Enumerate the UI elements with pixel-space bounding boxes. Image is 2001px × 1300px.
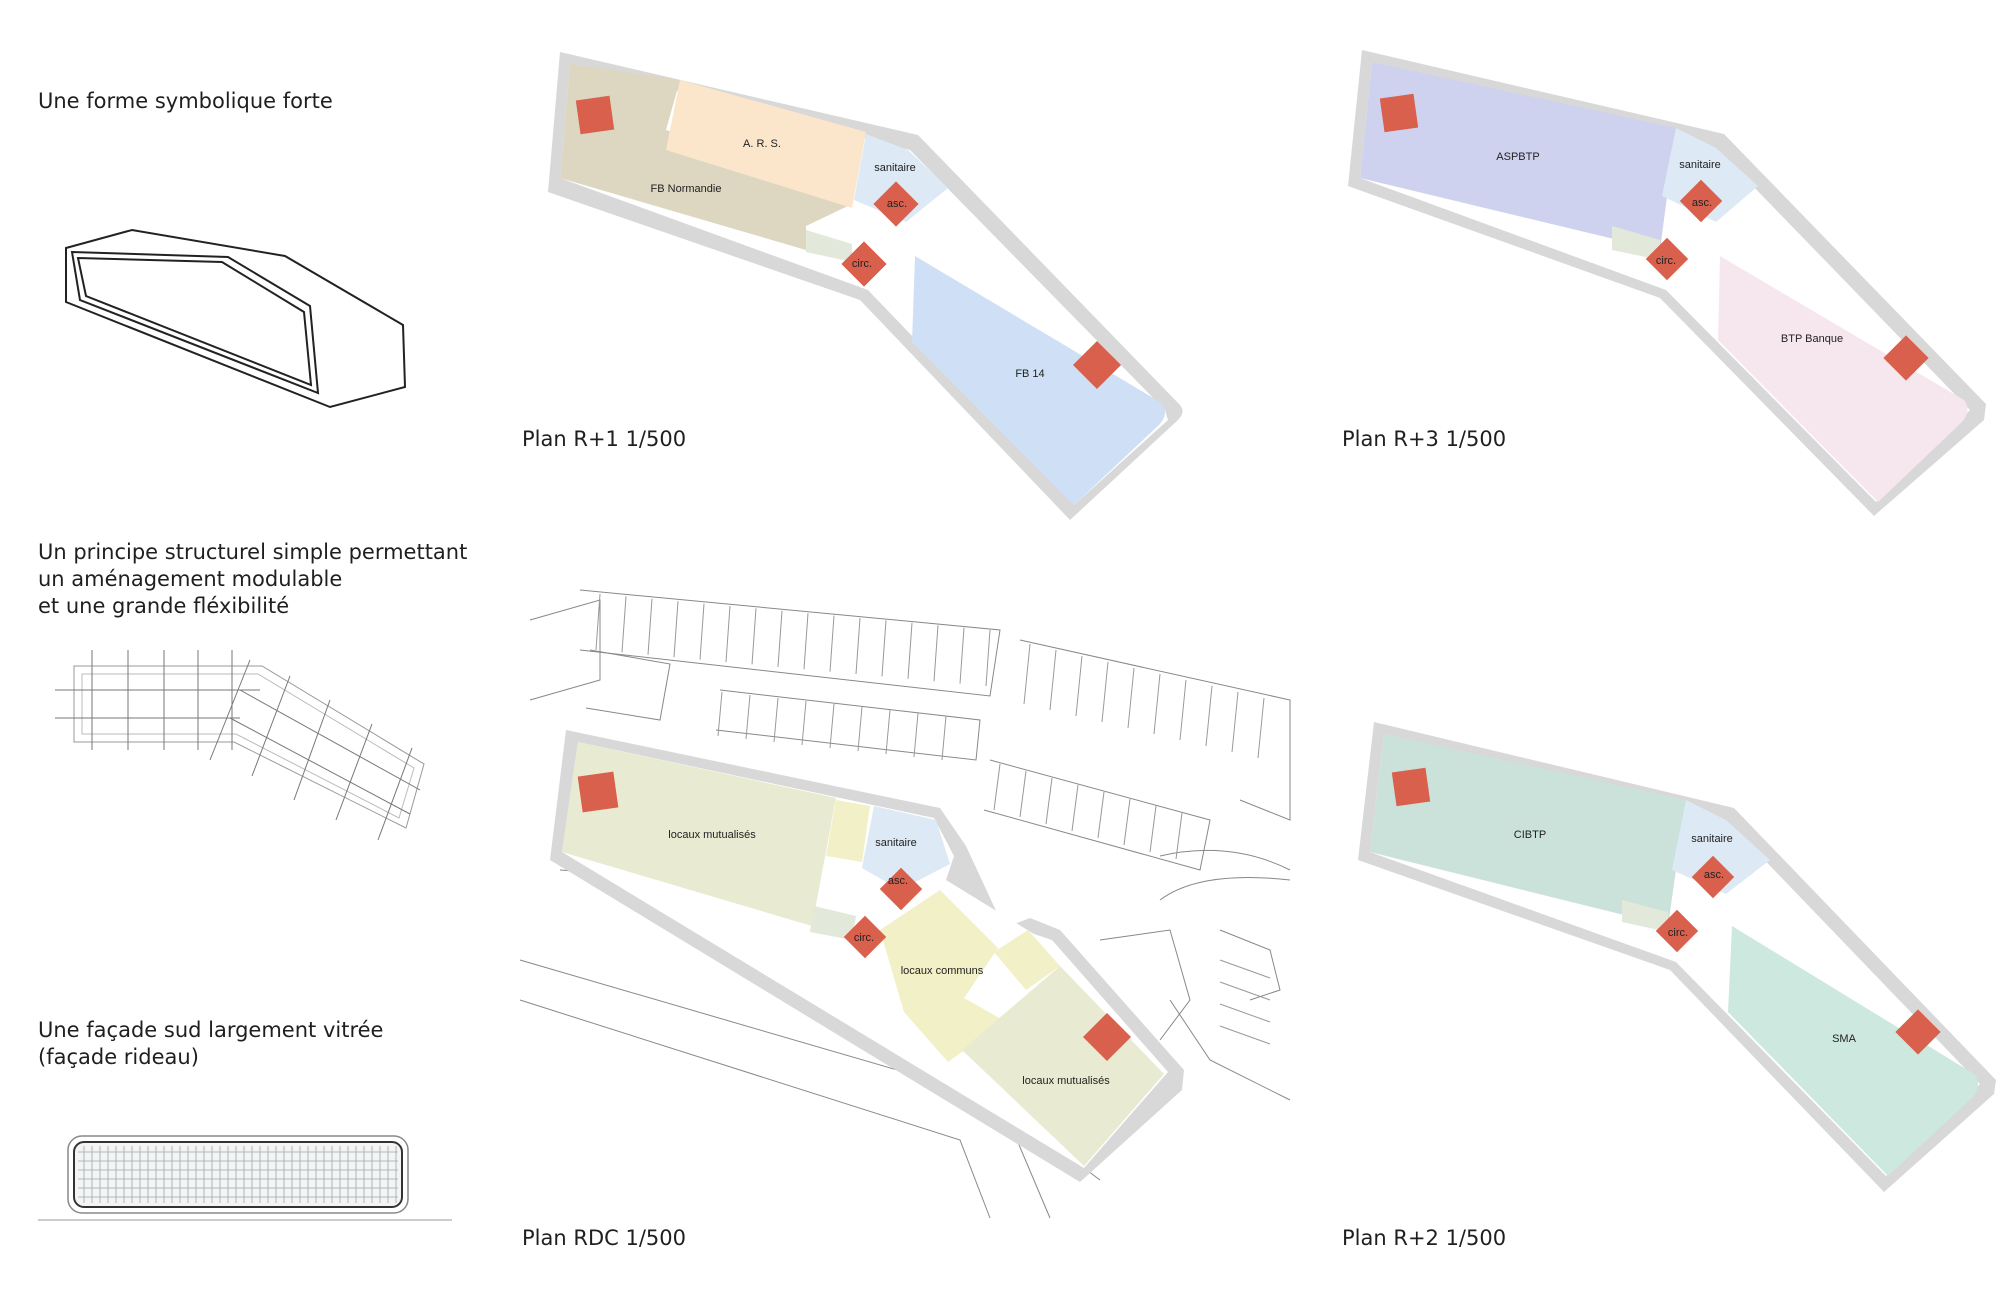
r1-label-circ: circ. <box>852 258 872 270</box>
plan-rdc-title: Plan RDC 1/500 <box>522 1226 686 1250</box>
plan-r2-title: Plan R+2 1/500 <box>1342 1226 1507 1250</box>
symbolic-form-drawing <box>65 228 407 409</box>
r1-label-fb14: FB 14 <box>1015 368 1044 380</box>
r3-label-asc: asc. <box>1692 197 1712 209</box>
plan-rdc: locaux mutualisés sanitaire asc. circ. l… <box>519 589 1291 1219</box>
plan-r1-title: Plan R+1 1/500 <box>522 427 687 451</box>
caption-facade: Une façade sud largement vitrée (façade … <box>38 1017 383 1071</box>
r1-label-sanitaire: sanitaire <box>874 162 916 174</box>
caption-forme: Une forme symbolique forte <box>38 89 333 113</box>
rdc-label-circ: circ. <box>854 932 874 944</box>
caption-structure: Un principe structurel simple permettant… <box>38 539 467 620</box>
rdc-label-asc: asc. <box>888 875 908 887</box>
caption-facade-line-2: (façade rideau) <box>38 1045 199 1069</box>
caption-structure-line-3: et une grande fléxibilité <box>38 594 290 618</box>
r1-label-ars: A. R. S. <box>743 138 781 150</box>
caption-facade-line-1: Une façade sud largement vitrée <box>38 1018 384 1042</box>
plan-r3: ASPBTP sanitaire asc. circ. BTP Banque <box>1348 50 1986 516</box>
structural-grid-drawing <box>55 650 425 841</box>
plan-r3-title: Plan R+3 1/500 <box>1342 427 1507 451</box>
r2-label-circ: circ. <box>1668 927 1688 939</box>
rdc-label-locaux-mutualises-1: locaux mutualisés <box>668 829 756 841</box>
r3-label-sanitaire: sanitaire <box>1679 159 1721 171</box>
r2-label-sma: SMA <box>1832 1033 1857 1045</box>
rdc-label-sanitaire: sanitaire <box>875 837 917 849</box>
r2-label-sanitaire: sanitaire <box>1691 833 1733 845</box>
r3-label-circ: circ. <box>1656 255 1676 267</box>
r2-label-asc: asc. <box>1704 869 1724 881</box>
plan-r2: CIBTP sanitaire asc. circ. SMA <box>1358 722 1996 1192</box>
r3-label-btp-banque: BTP Banque <box>1781 333 1843 345</box>
caption-structure-line-1: Un principe structurel simple permettant <box>38 540 468 564</box>
r3-label-aspbtp: ASPBTP <box>1496 151 1539 163</box>
r1-label-fb-normandie: FB Normandie <box>651 183 722 195</box>
plan-r1: A. R. S. FB Normandie sanitaire asc. cir… <box>548 52 1183 520</box>
rdc-label-locaux-communs: locaux communs <box>901 965 984 977</box>
r1-label-asc: asc. <box>887 198 907 210</box>
r2-label-cibtp: CIBTP <box>1514 829 1546 841</box>
rdc-label-locaux-mutualises-2: locaux mutualisés <box>1022 1075 1110 1087</box>
facade-drawing <box>38 1135 452 1221</box>
caption-structure-line-2: un aménagement modulable <box>38 567 343 591</box>
